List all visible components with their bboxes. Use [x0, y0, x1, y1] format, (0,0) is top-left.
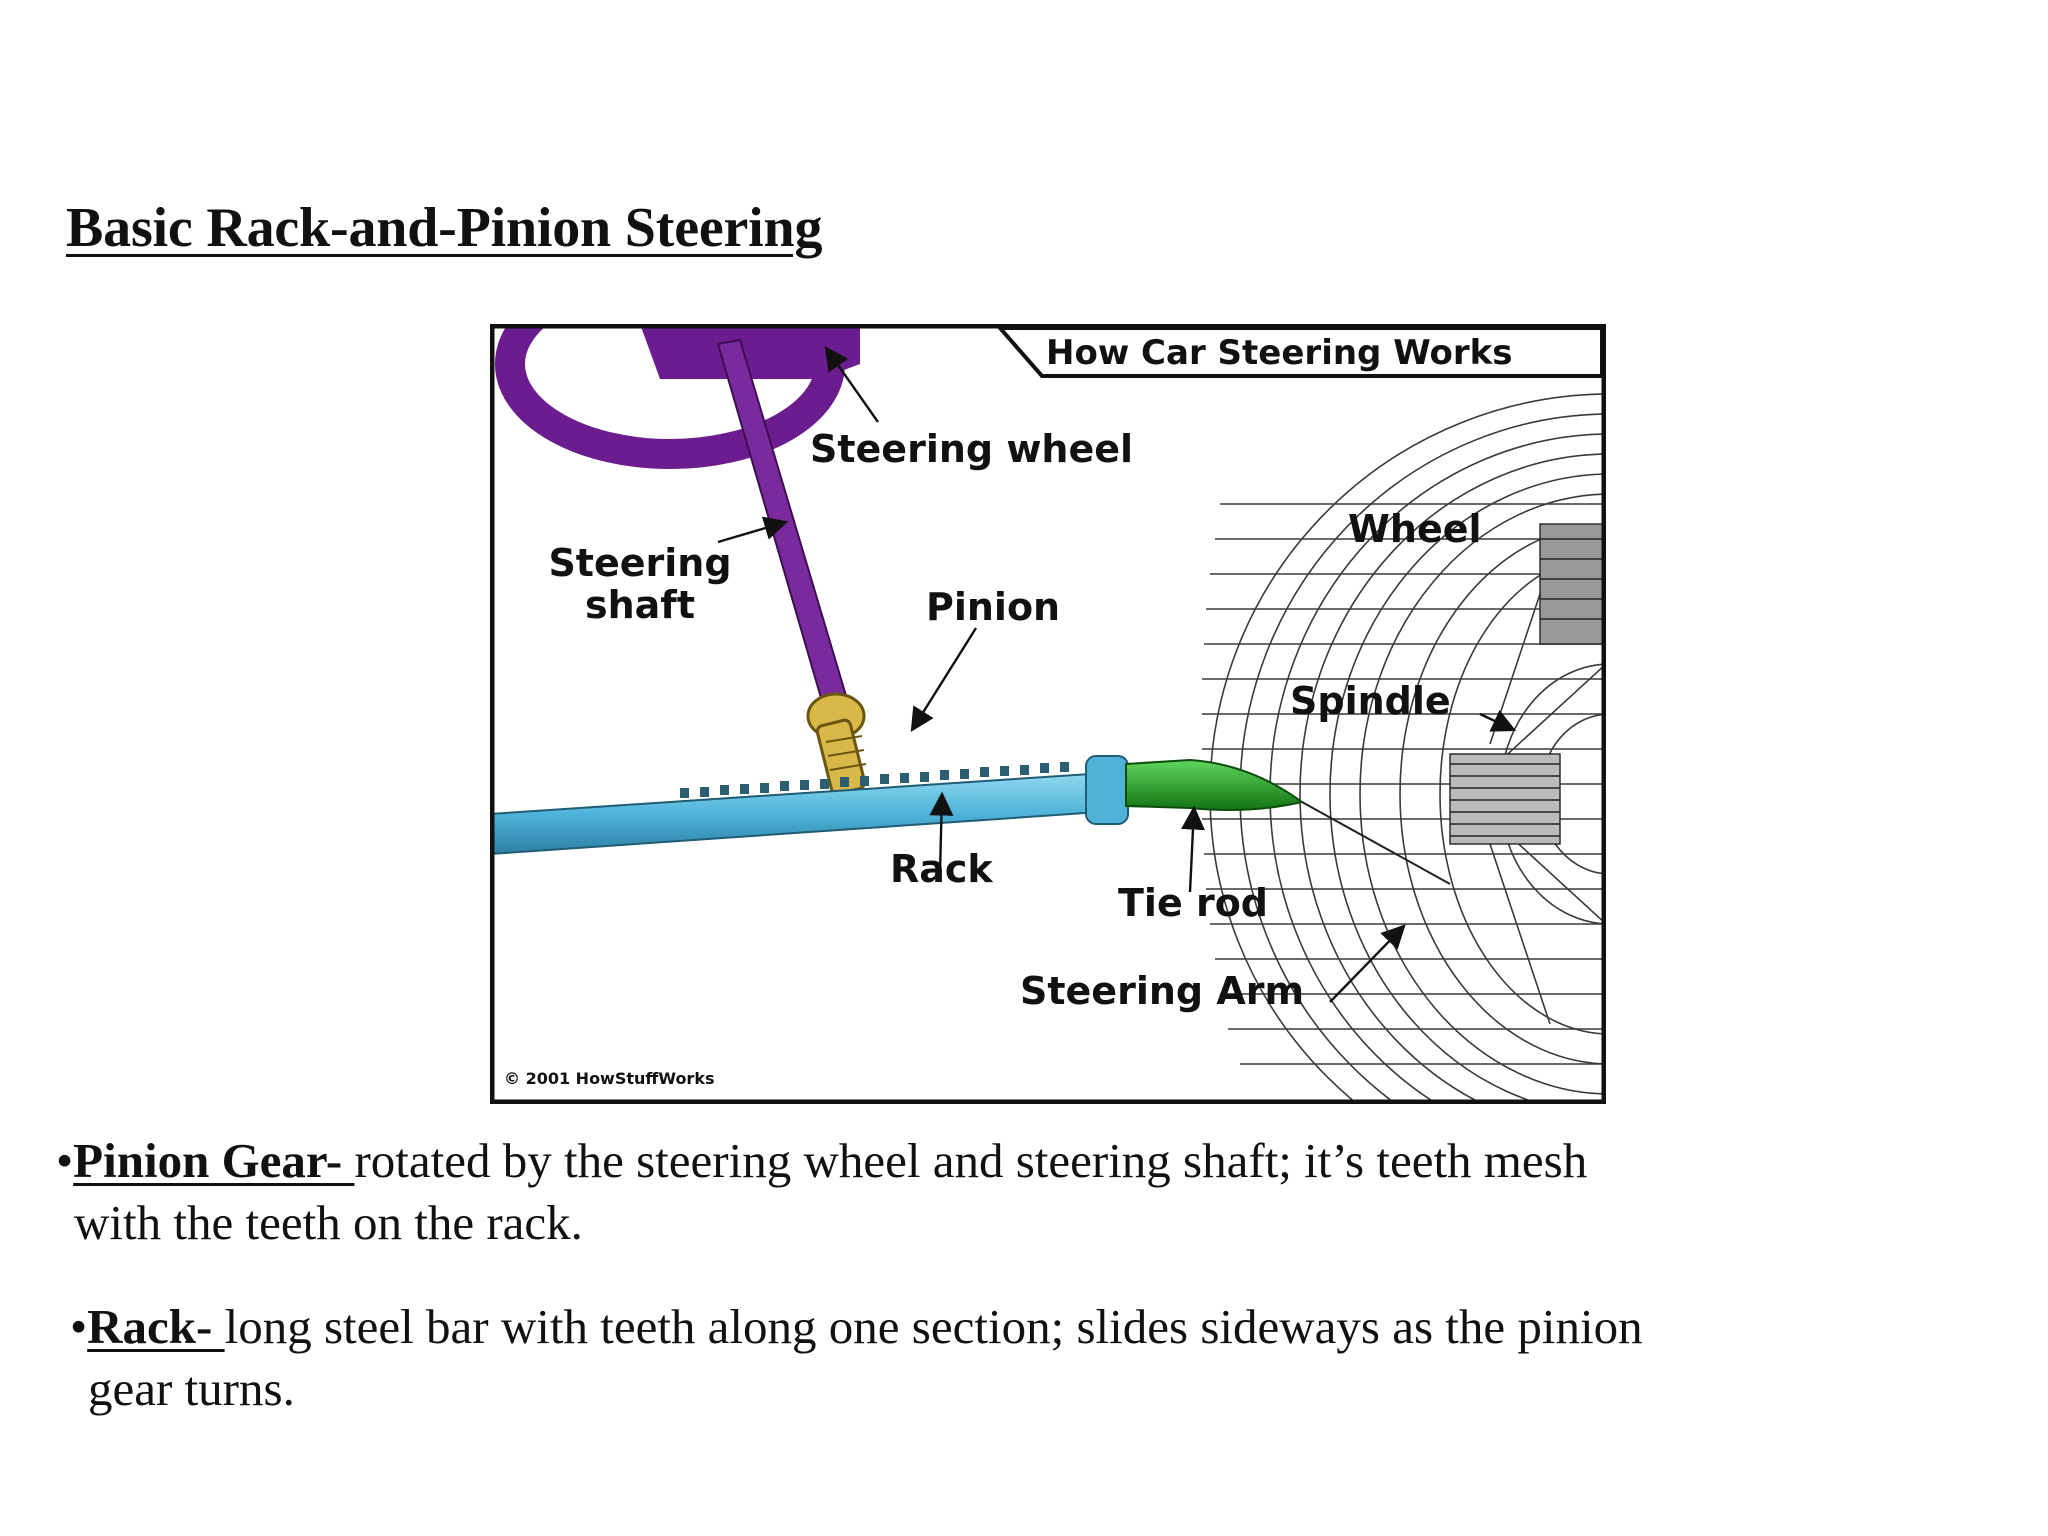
wheel-wireframe — [1202, 393, 1602, 1100]
label-steering-shaft-line2: shaft — [585, 583, 695, 627]
slide-title: Basic Rack-and-Pinion Steering — [66, 197, 823, 259]
wheel-hub — [1449, 523, 1602, 845]
definition-pinion-gear-line1: rotated by the steering wheel and steeri… — [354, 1133, 1588, 1188]
bullet-rack: •Rack- long steel bar with teeth along o… — [70, 1296, 1850, 1420]
definition-rack-line1: long steel bar with teeth along one sect… — [224, 1299, 1643, 1354]
label-spindle: Spindle — [1290, 679, 1451, 723]
steering-diagram-svg: How Car Steering Works Steering wheel St… — [490, 324, 1606, 1104]
label-wheel: Wheel — [1348, 507, 1482, 551]
diagram-frame — [490, 324, 1606, 1104]
term-pinion-gear: Pinion Gear- — [73, 1133, 355, 1188]
label-steering-shaft-line1: Steering — [548, 541, 731, 585]
label-steering-wheel: Steering wheel — [810, 427, 1133, 471]
definition-pinion-gear-line2: with the teeth on the rack. — [74, 1195, 583, 1250]
label-pinion: Pinion — [926, 585, 1060, 629]
bullet-marker: • — [70, 1299, 88, 1354]
bullet-pinion-gear: •Pinion Gear- rotated by the steering wh… — [56, 1130, 1836, 1254]
label-steering-arm: Steering Arm — [1020, 969, 1304, 1013]
banner-title: How Car Steering Works — [1046, 333, 1513, 373]
bullet-marker: • — [56, 1133, 74, 1188]
label-tie-rod: Tie rod — [1118, 881, 1268, 925]
steering-arm-graphic — [1301, 801, 1451, 885]
leader-arrows — [717, 346, 1517, 1003]
pinion-graphic — [806, 692, 867, 796]
label-rack: Rack — [890, 847, 993, 891]
definition-rack-line2: gear turns. — [88, 1361, 295, 1416]
term-rack: Rack- — [87, 1299, 225, 1354]
steering-diagram: How Car Steering Works Steering wheel St… — [490, 324, 1606, 1104]
banner: How Car Steering Works — [997, 328, 1602, 378]
copyright-notice: © 2001 HowStuffWorks — [504, 1069, 714, 1088]
